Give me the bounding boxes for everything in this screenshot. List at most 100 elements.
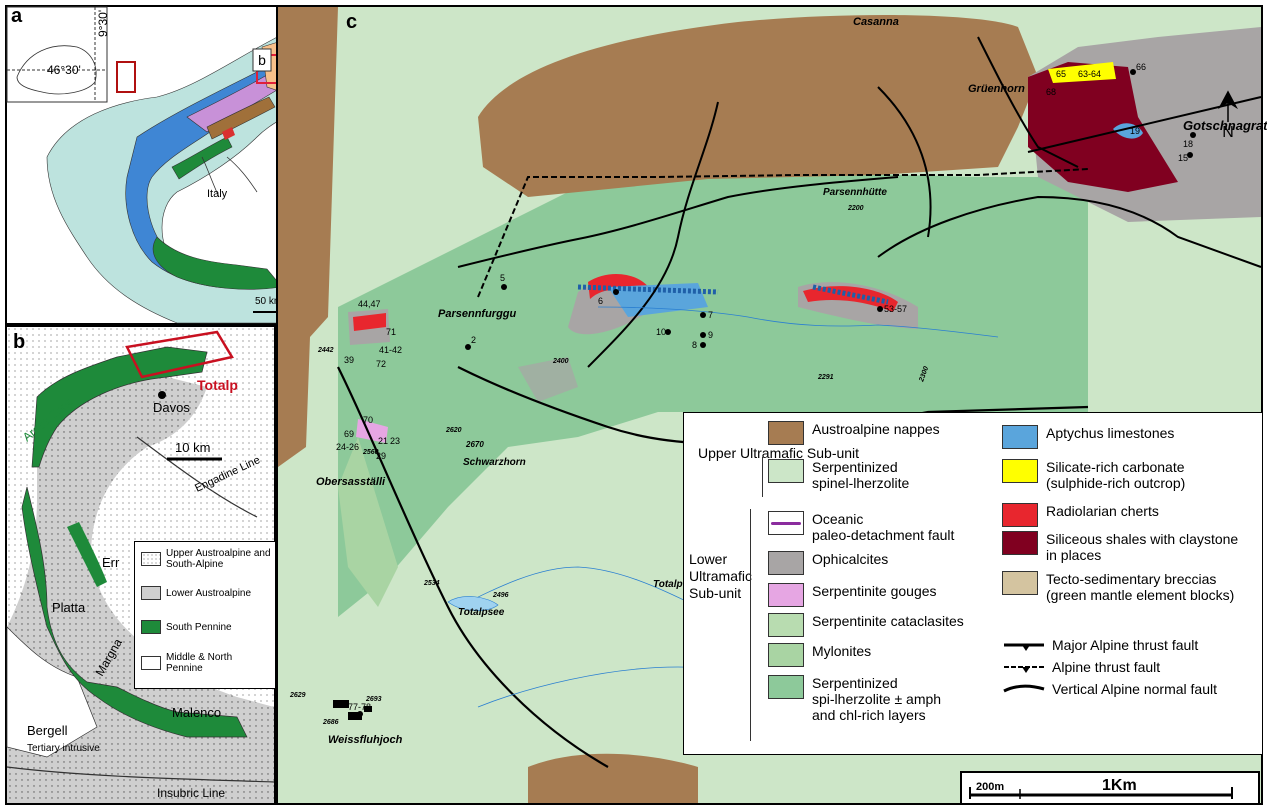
sample-label: 10 [656, 327, 666, 337]
sample-label: 23 [390, 436, 400, 446]
lower-bracket [750, 509, 751, 741]
austroalpine-north [478, 15, 1038, 198]
scale-big-label: 1Km [1102, 777, 1137, 794]
border-lines [201, 156, 258, 198]
sample-points: 5 6 7 8 9 10 2 44,47 71 39 72 41-42 70 6… [336, 62, 1196, 717]
austroalpine-south [528, 753, 698, 803]
legend-gouges: Serpentinite gouges [768, 583, 937, 607]
alps-green-s [152, 236, 283, 290]
scale-bar-graphic: 200m 1Km [969, 777, 1233, 799]
legend-text: Silicate-rich carbonate (sulphide-rich o… [1046, 459, 1186, 491]
legend-text: Ophicalcites [812, 551, 889, 567]
sample-label: 18 [1183, 139, 1193, 149]
north-label: N [1222, 124, 1234, 141]
b-tag: b [258, 52, 266, 68]
normal-fault-west [337, 366, 609, 768]
swatch [768, 551, 804, 575]
place-parsennfurggu: Parsennfurggu [438, 308, 517, 320]
swatch [1002, 503, 1038, 527]
legend-text: Siliceous shales with claystone in place… [1046, 531, 1239, 563]
legend-text: Tecto-sedimentary breccias (green mantle… [1046, 571, 1235, 603]
inset-red-box [116, 61, 136, 93]
swatch [768, 675, 804, 699]
legend-spi-lherzolite: Serpentinized spi-lherzolite ± amph and … [768, 675, 941, 723]
place-schwarzhorn: Schwarzhorn [463, 457, 526, 468]
elevation-label: 2560 [362, 449, 379, 456]
swatch [768, 613, 804, 637]
elevation-label: 2291 [817, 374, 834, 381]
lon-label: 9°30' [96, 10, 110, 37]
sample-label: 69 [344, 429, 354, 439]
map-legend: Upper Ultramafic Sub-unit Lower Ultramaf… [683, 412, 1263, 755]
siliceous-shales-ne [1028, 62, 1178, 192]
sample-label: 6 [598, 296, 603, 306]
legend-thrust: Alpine thrust fault [1002, 659, 1160, 675]
legend-text: Mylonites [812, 643, 872, 659]
pb-swatch [141, 552, 161, 566]
sample-label: 68 [1046, 87, 1056, 97]
stream-1 [597, 306, 999, 338]
sample-label: 7 [708, 310, 713, 320]
place-gruenhorn: Grüenhorn [968, 83, 1025, 95]
limestone-band-a [577, 284, 719, 295]
legend-text: Vertical Alpine normal fault [1052, 681, 1217, 697]
sample-label: 71 [386, 327, 396, 337]
elevation-label: 2496 [492, 592, 509, 599]
swatch [768, 459, 804, 483]
legend-text: Major Alpine thrust fault [1052, 637, 1199, 653]
panel-b: Davos Totalp Arosa Zone Engadine Line In… [5, 325, 276, 805]
sample-label: 77-78 [348, 702, 371, 712]
scale-label-a: 50 km [255, 296, 282, 307]
legend-cataclasites: Serpentinite cataclasites [768, 613, 964, 637]
major-thrust-icon [1004, 643, 1044, 651]
swatch [768, 421, 804, 445]
panel-b-legend: Upper Austroalpine and South-Alpine Lowe… [134, 541, 276, 689]
legend-text: Serpentinized spinel-lherzolite [812, 459, 910, 491]
engadine-line [136, 436, 258, 518]
totalpsee-lake [447, 596, 499, 611]
place-gotschnagrat: Gotschnagrat [1183, 118, 1267, 133]
panel-label-a: a [11, 5, 23, 27]
building [364, 706, 372, 712]
country-label: Italy [207, 188, 228, 200]
place-totalp: Totalp [653, 579, 683, 590]
err-label: Err [102, 555, 120, 570]
legend-text: Aptychus limestones [1046, 425, 1175, 441]
swatch [1002, 459, 1038, 483]
sample-label: 53-57 [884, 304, 907, 314]
sample-label: 29 [376, 451, 386, 461]
place-obersasstaelli: Obersasställi [316, 476, 386, 488]
davos-label: Davos [153, 400, 190, 415]
davos-dot [158, 391, 166, 399]
panel-label-b: b [13, 331, 26, 353]
swatch [768, 511, 804, 535]
stream-2 [457, 566, 699, 608]
alps-red [222, 127, 235, 140]
chert-w [353, 313, 386, 331]
sample-label: 66 [1136, 62, 1146, 72]
pb-legend-text: Upper Austroalpine and South-Alpine [166, 548, 271, 570]
pb-legend-row: South Pennine [141, 620, 232, 634]
alps-green-n [171, 136, 233, 180]
pb-swatch [141, 656, 161, 670]
lat-label: 46°30' [47, 63, 81, 77]
chert-lens-b [803, 286, 898, 312]
normal-fault-d [877, 195, 1262, 268]
elevation-label: 2670 [465, 440, 484, 449]
sample-label: 63-64 [1078, 69, 1101, 79]
silicate-carbonate [1048, 62, 1116, 83]
normal-fault-e [877, 86, 932, 238]
sample-label: 70 [363, 415, 373, 425]
sample-label: 21 [378, 436, 388, 446]
legend-text: Austroalpine nappes [812, 421, 940, 437]
pb-swatch [141, 586, 161, 600]
swatch [1002, 425, 1038, 449]
legend-ophicalcites: Ophicalcites [768, 551, 888, 575]
pb-legend-text: South Pennine [166, 621, 232, 633]
upper-bracket [762, 457, 763, 497]
legend-text: Serpentinite cataclasites [812, 613, 964, 629]
thrust-icon [1004, 666, 1044, 673]
legend-aptychus: Aptychus limestones [1002, 425, 1174, 449]
building [333, 700, 349, 708]
b-tag-box [252, 48, 272, 72]
